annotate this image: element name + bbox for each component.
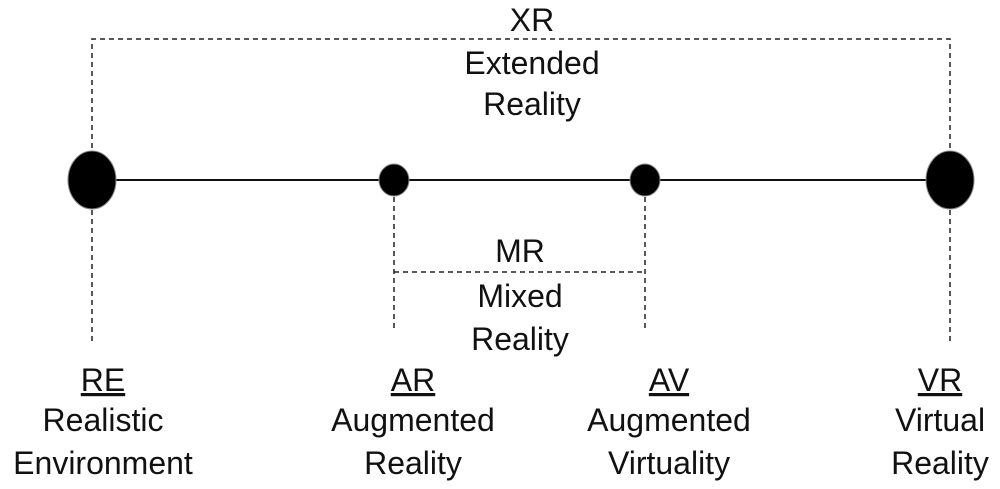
vr-label-line2: Reality: [891, 445, 989, 481]
vr-abbr: VR: [918, 362, 962, 398]
vr-node: [925, 150, 975, 210]
re-node: [67, 150, 117, 210]
av-label-line2: Virtuality: [608, 445, 730, 481]
mr-label-line2: Reality: [471, 321, 569, 357]
ar-abbr: AR: [391, 362, 435, 398]
mr-label-line1: Mixed: [477, 278, 562, 314]
mr-abbr: MR: [495, 233, 545, 269]
xr-bracket: [91, 38, 951, 148]
re-label-line1: Realistic: [43, 402, 164, 438]
xr-abbr: XR: [510, 2, 554, 38]
av-label-line1: Augmented: [587, 402, 751, 438]
re-label-line2: Environment: [13, 445, 193, 481]
re-abbr: RE: [81, 362, 125, 398]
ar-label-line1: Augmented: [331, 402, 495, 438]
ar-label-line2: Reality: [364, 445, 462, 481]
xr-label-line1: Extended: [464, 45, 599, 81]
av-abbr: AV: [649, 362, 690, 398]
ar-node: [378, 163, 410, 197]
vr-label-line1: Virtual: [895, 402, 985, 438]
av-node: [629, 163, 661, 197]
xr-label-line2: Reality: [483, 86, 581, 122]
